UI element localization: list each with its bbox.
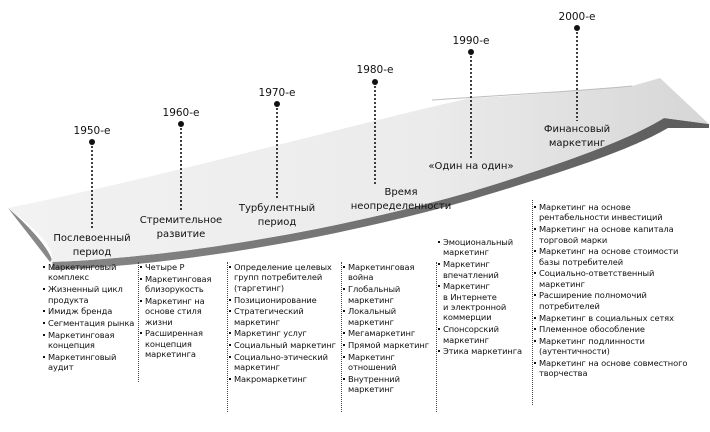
column-separator	[532, 200, 533, 405]
year-label-1980: 1980-е	[356, 64, 394, 76]
era-stem-dot	[178, 121, 184, 127]
list-item: Социально-ответственный маркетинг	[534, 268, 708, 289]
list-item: Стратегический маркетинг	[229, 306, 339, 327]
list-item: Жизненный цикл продукта	[43, 284, 137, 305]
era-stem-dot	[574, 25, 580, 31]
list-item: Социально-этический маркетинг	[229, 352, 339, 373]
list-item: Прямой маркетинг	[343, 340, 435, 350]
list-item: Спонсорский маркетинг	[438, 324, 532, 345]
year-label-1990: 1990-е	[452, 35, 490, 47]
list-item: Мегамаркетинг	[343, 328, 435, 338]
era-label-1950: Послевоенный период	[53, 233, 131, 258]
era-stem-dot	[372, 79, 378, 85]
list-item: Маркетинг на основе стоимости базы потре…	[534, 246, 708, 267]
column-separator	[436, 262, 437, 412]
list-item: Маркетинговая концепция	[43, 330, 137, 351]
era-label-1990: «Один на один»	[428, 161, 514, 172]
column-separator	[227, 262, 228, 412]
column-separator	[138, 262, 139, 382]
list-item: Эмоциональный маркетинг	[438, 237, 532, 258]
list-item: Племенное обособление	[534, 324, 708, 334]
list-item: Маркетинг на основе совместного творчест…	[534, 358, 708, 379]
era-stem-dot	[89, 139, 95, 145]
list-item: Глобальный маркетинг	[343, 284, 435, 305]
list-item: Определение целевых групп потребителей (…	[229, 262, 339, 293]
list-item: Маркетинговый комплекс	[43, 262, 137, 283]
items-column-2000: Маркетинг на основе рентабельности инвес…	[534, 202, 708, 380]
list-item: Маркетинг услуг	[229, 328, 339, 338]
list-item: Маркетинг впечатлений	[438, 259, 532, 280]
year-label-1960: 1960-е	[162, 107, 200, 119]
arrow-edge	[8, 118, 709, 270]
arrow-surface	[8, 78, 709, 262]
era-stem-dot	[274, 101, 280, 107]
items-column-1970: Определение целевых групп потребителей (…	[229, 262, 339, 386]
list-item: Маркетинг подлинности (аутентичности)	[534, 336, 708, 357]
list-item: Маркетинг отношений	[343, 352, 435, 373]
list-item: Маркетинг на основе капитала торговой ма…	[534, 224, 708, 245]
list-item: Маркетинг в социальных сетях	[534, 313, 708, 323]
list-item: Четыре Р	[140, 262, 228, 272]
list-item: Социальный маркетинг	[229, 340, 339, 350]
list-item: Макромаркетинг	[229, 374, 339, 384]
list-item: Этика маркетинга	[438, 346, 532, 356]
era-label-1980: Время неопределенности	[350, 187, 452, 212]
era-label-2000: Финансовый маркетинг	[543, 124, 611, 149]
era-label-1960: Стремительное развитие	[139, 215, 223, 240]
list-item: Расширение полномочий потребителей	[534, 290, 708, 311]
year-label-1950: 1950-е	[73, 125, 111, 137]
era-label-1970: Турбулентный период	[238, 203, 316, 228]
list-item: Маркетинговая близорукость	[140, 274, 228, 295]
list-item: Сегментация рынка	[43, 318, 137, 328]
list-item: Маркетинг на основе стиля жизни	[140, 296, 228, 327]
year-label-2000: 2000-е	[558, 11, 596, 23]
list-item: Расширенная концепция маркетинга	[140, 328, 228, 359]
list-item: Маркетинг на основе рентабельности инвес…	[534, 202, 708, 223]
list-item: Позиционирование	[229, 295, 339, 305]
list-item: Маркетинг в Интернете и электронной комм…	[438, 281, 532, 323]
list-item: Маркетинговая война	[343, 262, 435, 283]
arrow-head-ridge	[431, 85, 633, 101]
column-separator	[341, 262, 342, 412]
list-item: Имидж бренда	[43, 306, 137, 316]
list-item: Маркетинговый аудит	[43, 352, 137, 373]
year-label-1970: 1970-е	[258, 87, 296, 99]
list-item: Внутренний маркетинг	[343, 374, 435, 395]
era-stem-dot	[468, 49, 474, 55]
list-item: Локальный маркетинг	[343, 306, 435, 327]
